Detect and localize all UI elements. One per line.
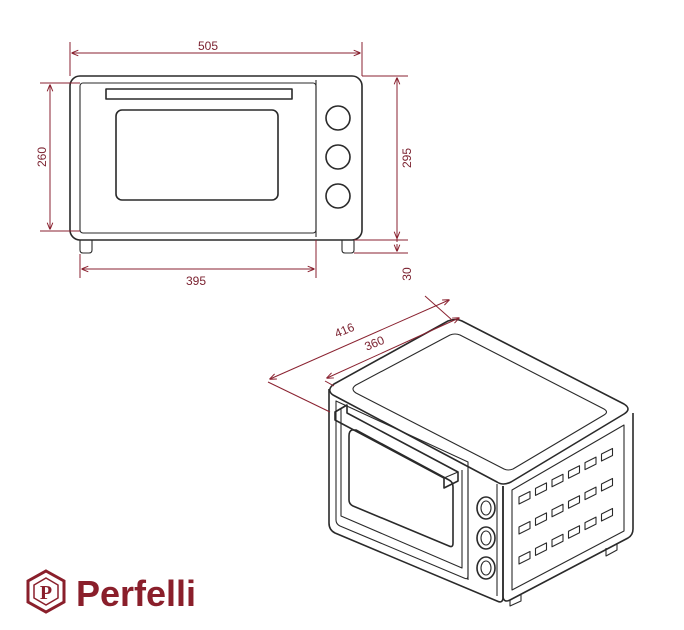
vent-slot — [518, 550, 531, 565]
front-foot-left — [79, 240, 93, 254]
iso-view: 416 360 — [267, 295, 634, 607]
vent-slot — [534, 542, 548, 556]
front-foot-right — [341, 240, 355, 254]
iso-side-vents — [518, 447, 614, 565]
brand-name: Perfelli — [76, 573, 196, 614]
dim-height-label: 260 — [35, 147, 49, 167]
front-knob-bottom — [325, 183, 351, 209]
vent-slot — [518, 520, 531, 535]
brand-logo-icon — [26, 569, 66, 614]
iso-door — [335, 400, 469, 580]
brand-logo-letter: P — [40, 582, 52, 604]
iso-knob-middle — [476, 526, 496, 550]
dim-inner-depth-label: 360 — [362, 333, 386, 354]
front-view: 505 260 295 30 395 — [35, 39, 414, 288]
vent-slot — [534, 482, 548, 496]
front-knob-top — [325, 105, 351, 131]
iso-knobs — [476, 496, 496, 580]
brand-logo: P Perfelli — [26, 569, 196, 614]
dim-depth-line — [270, 300, 449, 379]
iso-foot-front — [509, 595, 522, 607]
front-knob-middle — [325, 144, 351, 170]
vent-slot — [551, 503, 564, 518]
iso-front-face — [328, 389, 504, 603]
dim-feet-height-label: 30 — [400, 267, 414, 281]
vent-slot — [567, 525, 581, 539]
iso-side-face — [502, 413, 634, 602]
vent-slot — [567, 465, 581, 479]
vent-slot — [551, 533, 564, 548]
dim-feet-span-label: 395 — [186, 274, 206, 288]
dim-total-height-label: 295 — [400, 148, 414, 168]
vent-slot — [518, 490, 531, 505]
vent-slot — [600, 477, 614, 492]
vent-slot — [584, 486, 597, 501]
vent-slot — [584, 456, 597, 471]
iso-knob-bottom — [476, 556, 496, 580]
dim-inner-depth-line — [327, 318, 459, 378]
front-window — [115, 109, 279, 201]
iso-foot-back — [605, 543, 618, 557]
vent-slot — [600, 447, 614, 462]
iso-knob-top — [476, 496, 496, 520]
front-body — [69, 75, 363, 241]
dim-depth-label: 416 — [332, 320, 356, 341]
vent-slot — [551, 473, 564, 488]
vent-slot — [584, 516, 597, 531]
dim-width-label: 505 — [198, 39, 218, 53]
iso-handle — [334, 404, 459, 489]
front-handle — [105, 88, 293, 100]
vent-slot — [567, 495, 581, 509]
vent-slot — [534, 512, 548, 526]
vent-slot — [600, 507, 614, 522]
